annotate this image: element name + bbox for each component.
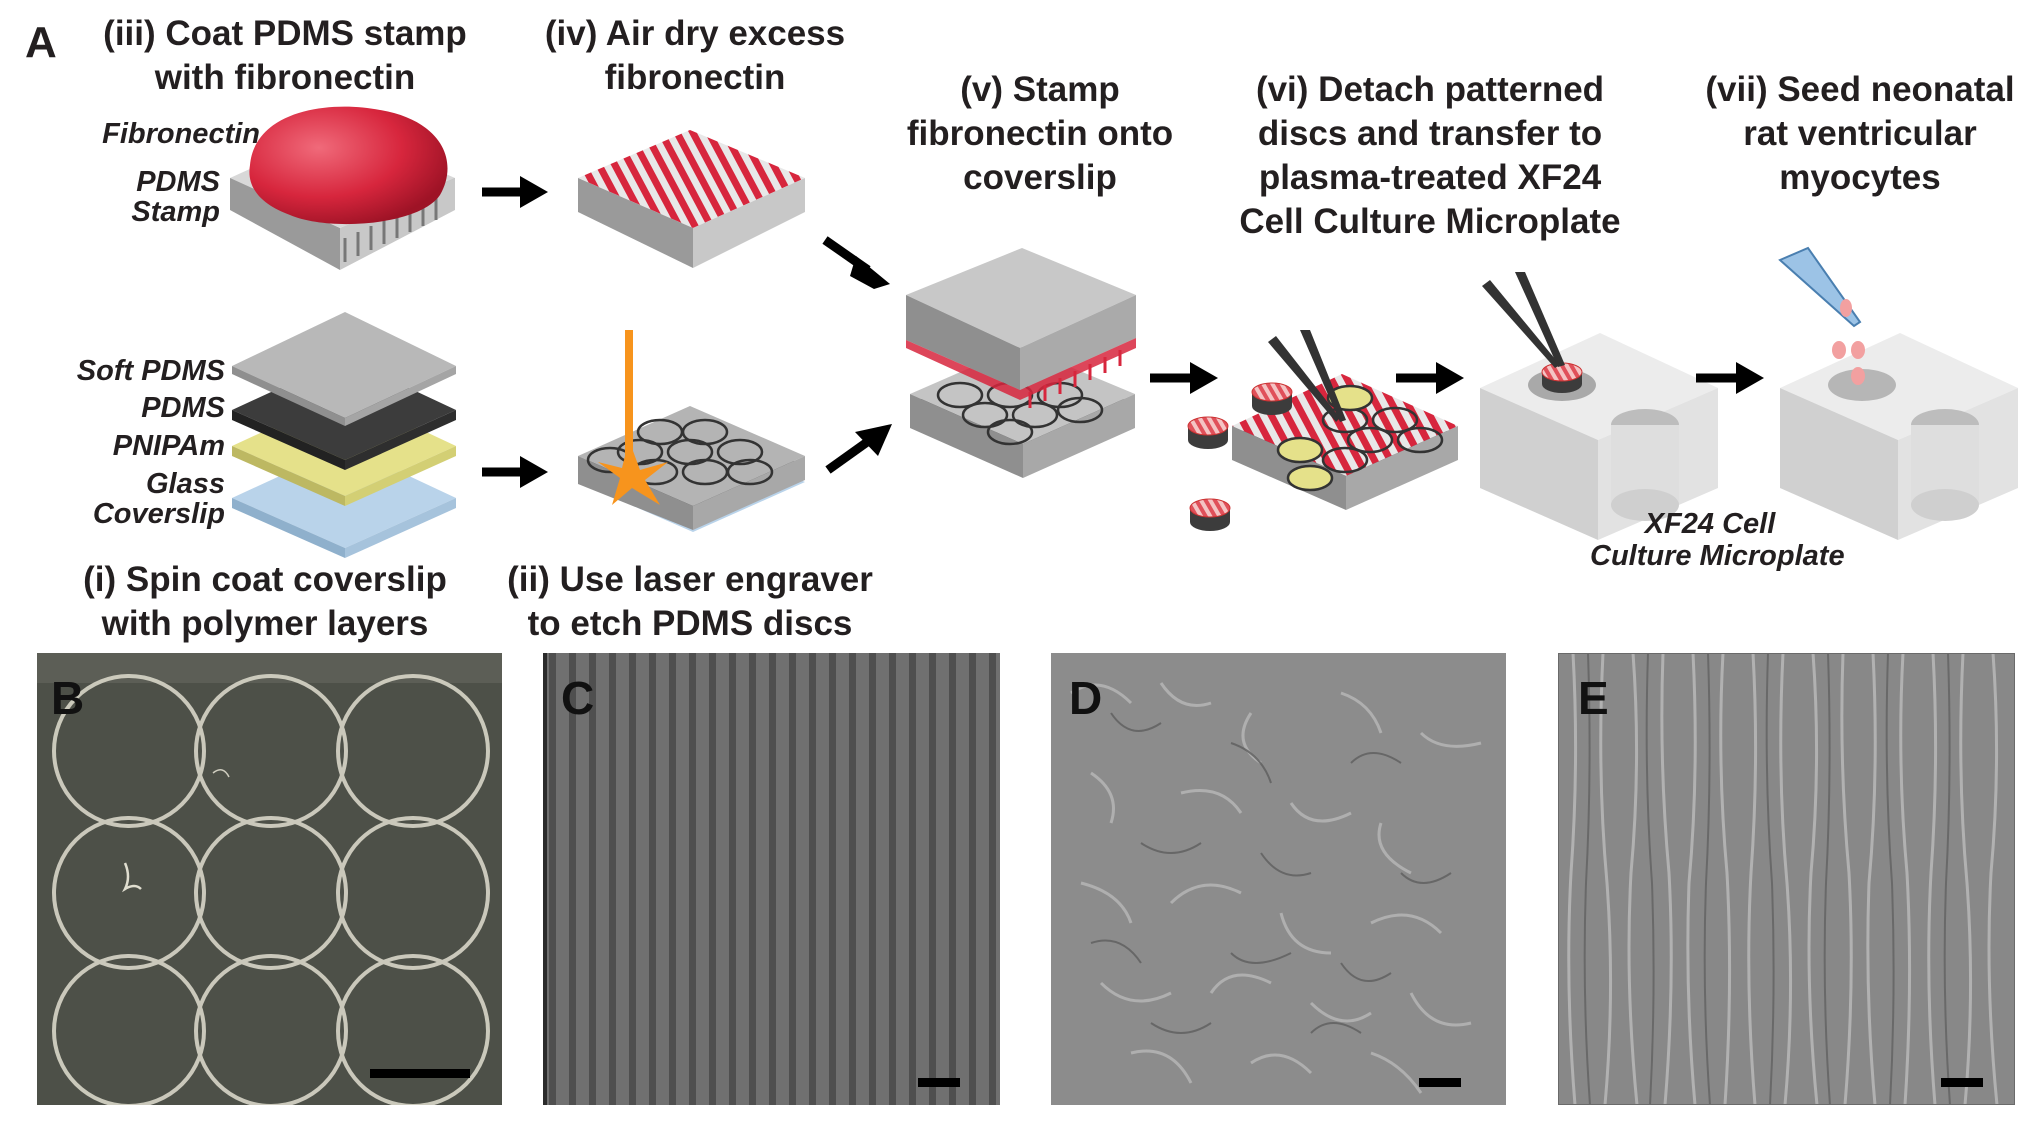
laser-beam-icon xyxy=(598,330,668,505)
laser-etched-discs-photo xyxy=(37,653,502,1105)
stamping-assembly-icon xyxy=(906,248,1136,478)
stamp-with-fibronectin-icon xyxy=(230,106,455,270)
panel-letter-b: B xyxy=(51,672,85,724)
laser-engraved-stack-icon xyxy=(578,330,805,532)
arrow-up-right-icon xyxy=(825,424,892,474)
panel-a-illustration xyxy=(230,106,2018,558)
step-iv-line2: fibronectin xyxy=(604,58,786,97)
scale-bar xyxy=(1419,1078,1461,1087)
random-myocytes-photo xyxy=(1051,653,1506,1105)
glass-label-1: Glass xyxy=(146,468,225,500)
step-ii-line1: (ii) Use laser engraver xyxy=(507,560,873,599)
panel-letter-e: E xyxy=(1578,672,1609,724)
detached-discs-icon xyxy=(1187,330,1458,531)
panel-c-image: C xyxy=(543,653,1000,1105)
step-i-line2: with polymer layers xyxy=(101,604,429,643)
tweezers-icon xyxy=(1268,330,1346,422)
pdms-stamp-label-2: Stamp xyxy=(131,196,220,228)
scale-bar xyxy=(1941,1078,1983,1087)
step-vii-line2: rat ventricular xyxy=(1743,114,1977,153)
plate-label-line2: Culture Microplate xyxy=(1590,540,1845,572)
panel-e-image: E xyxy=(1558,653,2015,1105)
fibronectin-stripes-photo xyxy=(543,653,1000,1105)
step-vi-line3: plasma-treated XF24 xyxy=(1258,158,1602,197)
arrow-down-right-icon xyxy=(822,236,890,289)
step-vii-label: (vii) Seed neonatal rat ventricular myoc… xyxy=(1680,68,2040,200)
panel-letter-c: C xyxy=(561,672,595,724)
tweezers-icon xyxy=(1482,272,1565,368)
pipette-tip-icon xyxy=(1778,246,1862,328)
soft-pdms-label: Soft PDMS xyxy=(76,355,225,387)
pnipam-label: PNIPAm xyxy=(112,430,225,462)
step-iv-label: (iv) Air dry excess fibronectin xyxy=(530,12,860,100)
arrow-right-icon xyxy=(1150,362,1218,394)
microplate-well-icon xyxy=(1480,272,1718,540)
arrow-right-icon xyxy=(1696,362,1764,394)
step-vi-line1: (vi) Detach patterned xyxy=(1255,70,1605,109)
panel-letter-a: A xyxy=(25,18,57,67)
scale-bar xyxy=(370,1069,470,1078)
pdms-label: PDMS xyxy=(141,392,225,424)
aligned-myocytes-photo xyxy=(1558,653,2015,1105)
step-iii-line2: with fibronectin xyxy=(154,58,416,97)
step-vi-line4: Cell Culture Microplate xyxy=(1239,202,1621,241)
panel-b-image: B xyxy=(37,653,502,1105)
arrow-right-icon xyxy=(482,456,548,488)
step-v-line2: fibronectin onto xyxy=(906,114,1174,153)
fibronectin-label: Fibronectin xyxy=(102,118,260,150)
step-iii-line1: (iii) Coat PDMS stamp xyxy=(103,14,467,53)
microplate-well-seeded-icon xyxy=(1778,246,2018,540)
panel-letter-d: D xyxy=(1069,672,1103,724)
step-vii-line3: myocytes xyxy=(1779,158,1941,197)
step-v-label: (v) Stamp fibronectin onto coverslip xyxy=(880,68,1200,200)
step-i-label: (i) Spin coat coverslip with polymer lay… xyxy=(65,558,465,646)
plate-label: XF24 Cell Culture Microplate xyxy=(1590,508,1845,572)
plate-label-line1: XF24 Cell xyxy=(1644,508,1776,540)
step-v-line3: coverslip xyxy=(963,158,1117,197)
step-vi-line2: discs and transfer to xyxy=(1257,114,1603,153)
arrow-right-icon xyxy=(482,176,548,208)
step-i-line1: (i) Spin coat coverslip xyxy=(83,560,447,599)
step-v-line1: (v) Stamp xyxy=(960,70,1120,109)
scale-bar xyxy=(918,1078,960,1087)
glass-label-2: Coverslip xyxy=(92,498,225,530)
pdms-stamp-label-1: PDMS xyxy=(136,166,220,198)
step-ii-line2: to etch PDMS discs xyxy=(527,604,853,643)
step-iv-line1: (iv) Air dry excess xyxy=(544,14,846,53)
striped-stamp-icon xyxy=(578,130,805,268)
panel-d-image: D xyxy=(1051,653,1506,1105)
polymer-layers-icon xyxy=(232,312,456,558)
step-iii-label: (iii) Coat PDMS stamp with fibronectin xyxy=(70,12,500,100)
step-vii-line1: (vii) Seed neonatal xyxy=(1705,70,2015,109)
arrow-right-icon xyxy=(1396,362,1464,394)
step-vi-label: (vi) Detach patterned discs and transfer… xyxy=(1220,68,1640,244)
step-ii-label: (ii) Use laser engraver to etch PDMS dis… xyxy=(490,558,890,646)
